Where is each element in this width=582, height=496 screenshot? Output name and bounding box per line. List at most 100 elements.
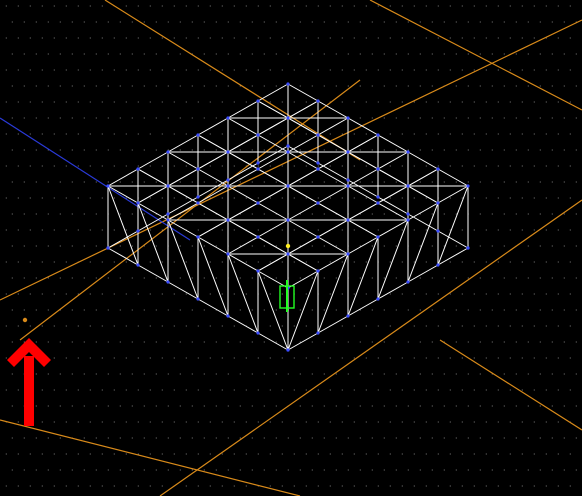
grid-dot <box>29 165 31 167</box>
grid-dot <box>5 133 7 135</box>
grid-dot <box>569 453 571 455</box>
grid-dot <box>437 5 439 7</box>
grid-dot <box>275 405 277 407</box>
grid-dot <box>335 341 337 343</box>
grid-dot <box>65 69 67 71</box>
grid-dot <box>323 21 325 23</box>
grid-dot <box>131 469 133 471</box>
grid-dot <box>527 117 529 119</box>
grid-dot <box>287 21 289 23</box>
grid-dot <box>59 117 61 119</box>
grid-dot <box>521 101 523 103</box>
mesh-vertex <box>166 150 170 154</box>
mesh-vertex <box>256 269 260 273</box>
grid-dot <box>347 437 349 439</box>
grid-dot <box>359 85 361 87</box>
grid-dot <box>359 181 361 183</box>
mesh-vertex <box>316 167 320 171</box>
grid-dot <box>425 293 427 295</box>
grid-dot <box>521 421 523 423</box>
grid-dot <box>95 213 97 215</box>
grid-dot <box>17 37 19 39</box>
grid-dot <box>419 21 421 23</box>
grid-dot <box>389 261 391 263</box>
grid-dot <box>455 277 457 279</box>
grid-dot <box>215 149 217 151</box>
grid-dot <box>179 21 181 23</box>
grid-dot <box>209 133 211 135</box>
grid-dot <box>521 165 523 167</box>
grid-dot <box>377 325 379 327</box>
grid-dot <box>503 245 505 247</box>
mesh-edge <box>317 117 349 136</box>
grid-dot <box>449 357 451 359</box>
grid-dot <box>497 453 499 455</box>
grid-dot <box>479 309 481 311</box>
grid-dot <box>563 245 565 247</box>
grid-dot <box>47 309 49 311</box>
grid-dot <box>329 165 331 167</box>
mesh-base-edge <box>347 179 379 198</box>
grid-dot <box>377 485 379 487</box>
grid-dot <box>197 357 199 359</box>
grid-dot <box>467 149 469 151</box>
grid-dot <box>533 325 535 327</box>
grid-dot <box>65 229 67 231</box>
grid-dot <box>575 149 577 151</box>
grid-dot <box>503 21 505 23</box>
grid-dot <box>431 213 433 215</box>
grid-dot <box>281 293 283 295</box>
grid-dot <box>473 357 475 359</box>
mesh-vertex <box>316 201 320 205</box>
grid-dot <box>227 405 229 407</box>
selection-gizmo[interactable] <box>279 280 295 312</box>
grid-dot <box>83 405 85 407</box>
grid-dot <box>311 245 313 247</box>
grid-dot <box>563 21 565 23</box>
grid-dot <box>119 117 121 119</box>
grid-dot <box>539 469 541 471</box>
mesh-diagonal <box>347 219 379 238</box>
grid-dot <box>473 421 475 423</box>
grid-dot <box>383 53 385 55</box>
grid-dot <box>275 53 277 55</box>
grid-dot <box>395 277 397 279</box>
grid-dot <box>365 69 367 71</box>
grid-dot <box>185 197 187 199</box>
grid-dot <box>59 437 61 439</box>
grid-dot <box>365 197 367 199</box>
mesh-vertex <box>196 297 200 301</box>
grid-dot <box>401 229 403 231</box>
grid-dot <box>389 485 391 487</box>
grid-dot <box>467 469 469 471</box>
wireframe-mesh[interactable] <box>107 83 469 351</box>
grid-dot <box>479 21 481 23</box>
grid-dot <box>89 453 91 455</box>
grid-dot <box>473 389 475 391</box>
grid-dot <box>215 277 217 279</box>
grid-dot <box>509 229 511 231</box>
grid-dot <box>5 197 7 199</box>
grid-dot <box>71 53 73 55</box>
mesh-vertex <box>286 218 290 222</box>
grid-dot <box>353 133 355 135</box>
grid-dot <box>425 453 427 455</box>
grid-dot <box>41 261 43 263</box>
grid-dot <box>395 53 397 55</box>
grid-dot <box>11 277 13 279</box>
grid-dot <box>383 85 385 87</box>
grid-dot <box>269 261 271 263</box>
grid-dot <box>269 133 271 135</box>
grid-dot <box>545 357 547 359</box>
grid-dot <box>359 53 361 55</box>
grid-dot <box>389 389 391 391</box>
grid-dot <box>23 245 25 247</box>
grid-dot <box>83 469 85 471</box>
grid-dot <box>161 69 163 71</box>
grid-dot <box>191 149 193 151</box>
grid-dot <box>233 325 235 327</box>
grid-dot <box>329 453 331 455</box>
grid-dot <box>179 341 181 343</box>
